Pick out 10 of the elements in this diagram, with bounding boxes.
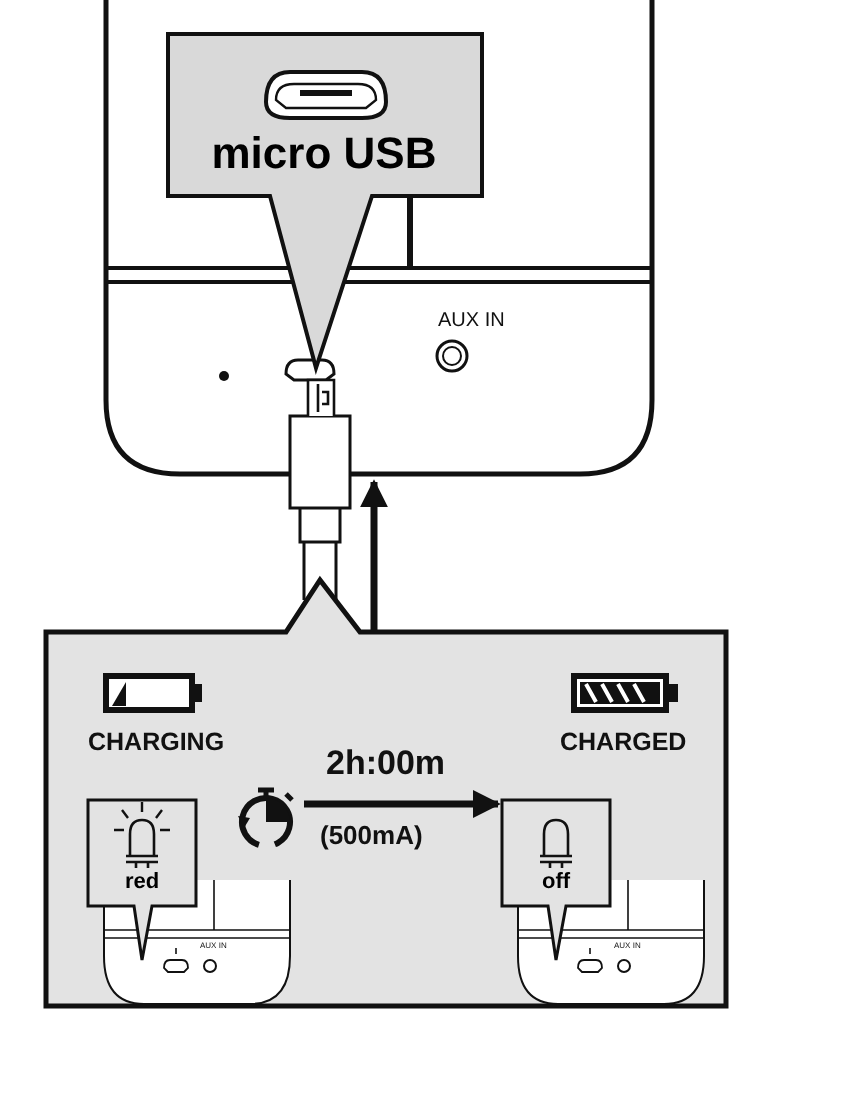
port-label: micro USB bbox=[209, 128, 439, 180]
status-label: off bbox=[539, 870, 573, 894]
status-label: CHARGING bbox=[88, 728, 225, 756]
status-label: red bbox=[122, 870, 162, 894]
current-label: (500mA) bbox=[320, 820, 423, 850]
status-label: CHARGED bbox=[560, 728, 687, 756]
jack-label: AUX IN bbox=[438, 310, 505, 332]
arrow bbox=[304, 790, 501, 818]
arrow bbox=[360, 479, 388, 632]
duration-label: 2h:00m bbox=[326, 744, 446, 784]
